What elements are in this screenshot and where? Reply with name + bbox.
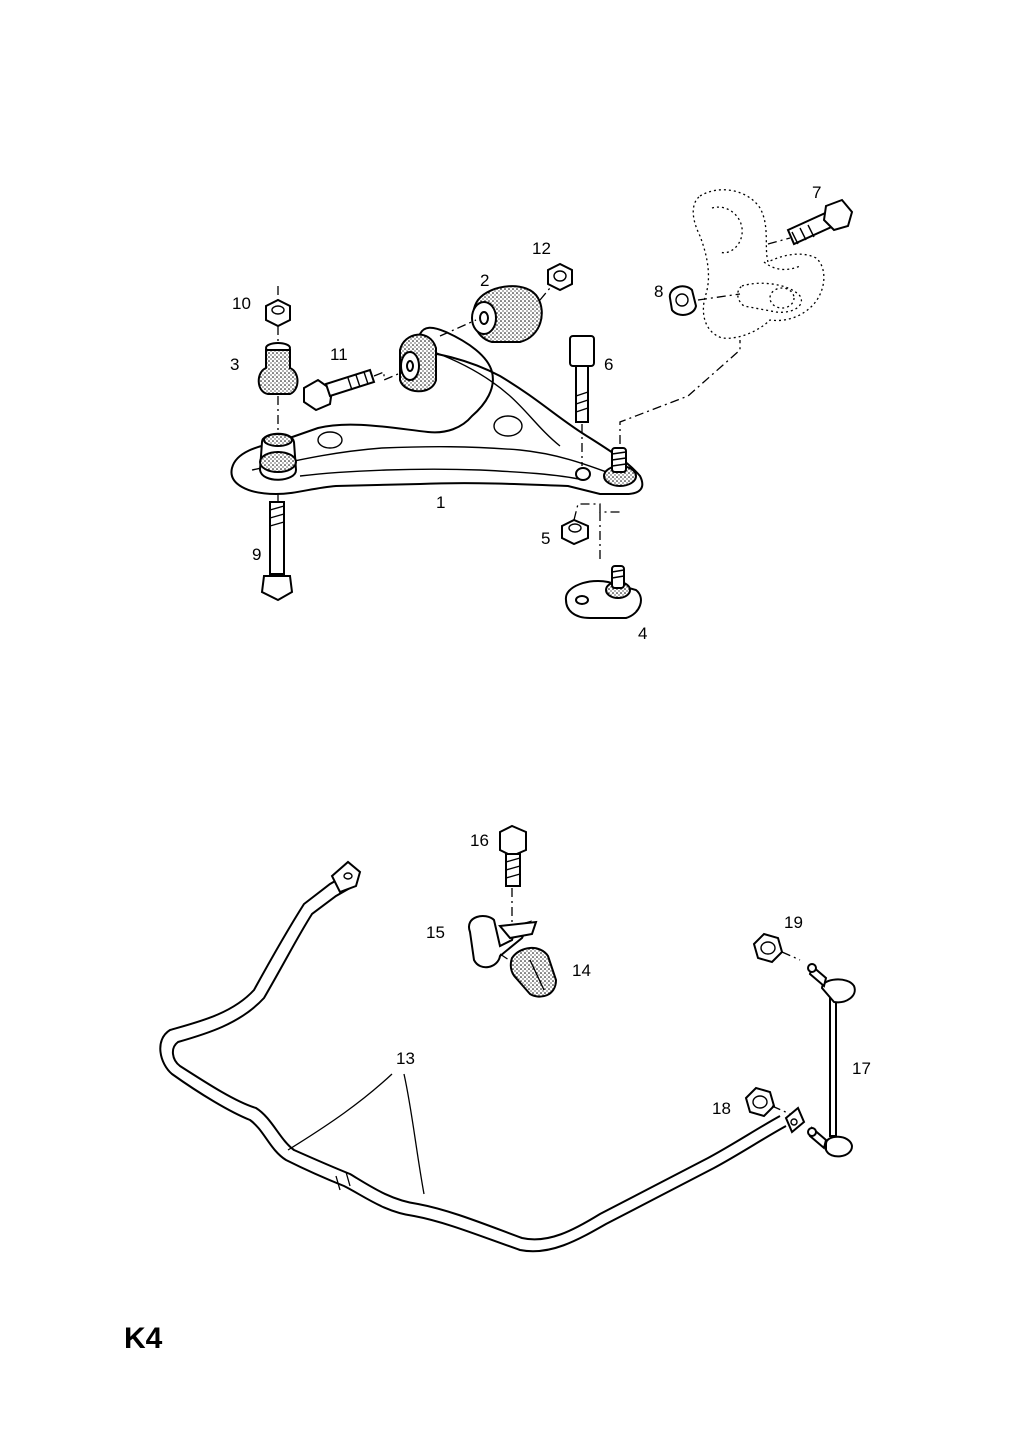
bush-3 bbox=[257, 342, 299, 395]
callout-3: 3 bbox=[230, 355, 240, 374]
ball-joint-4 bbox=[564, 565, 642, 619]
callout-1: 1 bbox=[436, 493, 446, 512]
bush-14 bbox=[509, 947, 558, 998]
callout-6: 6 bbox=[604, 355, 614, 374]
nut-10 bbox=[265, 298, 291, 328]
callout-leaders bbox=[287, 1073, 425, 1195]
arm-ball-joint bbox=[603, 447, 637, 487]
page-label: K4 bbox=[124, 1322, 163, 1355]
callout-16: 16 bbox=[470, 831, 489, 850]
lower-assembly-lines bbox=[499, 888, 801, 1115]
nut-12 bbox=[547, 262, 573, 292]
nut-5 bbox=[561, 518, 589, 546]
callout-14: 14 bbox=[572, 961, 591, 980]
callout-5: 5 bbox=[541, 529, 551, 548]
callout-11: 11 bbox=[330, 345, 348, 364]
callout-8: 8 bbox=[654, 282, 664, 301]
callout-19: 19 bbox=[784, 913, 803, 932]
callout-17: 17 bbox=[852, 1059, 871, 1078]
callout-2: 2 bbox=[480, 271, 490, 290]
link-17 bbox=[807, 963, 856, 1158]
callout-9: 9 bbox=[252, 545, 262, 564]
nut-19 bbox=[752, 932, 784, 964]
clamp-15 bbox=[467, 915, 538, 969]
callout-4: 4 bbox=[638, 624, 648, 643]
arm-front-bush bbox=[399, 333, 437, 393]
stabilizer-bar bbox=[159, 860, 806, 1253]
assembly-lines bbox=[277, 237, 791, 560]
bolt-6 bbox=[569, 335, 595, 423]
bush-2 bbox=[471, 285, 543, 343]
bolt-11 bbox=[303, 368, 376, 412]
callout-12: 12 bbox=[532, 239, 551, 258]
bolt-9 bbox=[260, 501, 294, 602]
callout-10: 10 bbox=[232, 294, 251, 313]
nut-8 bbox=[668, 285, 698, 316]
control-arm bbox=[230, 326, 644, 496]
arm-bush bbox=[258, 432, 298, 481]
callout-15: 15 bbox=[426, 923, 445, 942]
nut-18 bbox=[744, 1086, 776, 1118]
bolt-7 bbox=[786, 198, 854, 246]
callout-13: 13 bbox=[396, 1049, 415, 1068]
bolt-16 bbox=[499, 824, 527, 887]
callout-7: 7 bbox=[812, 183, 822, 202]
callout-18: 18 bbox=[712, 1099, 731, 1118]
steering-knuckle bbox=[692, 189, 825, 339]
